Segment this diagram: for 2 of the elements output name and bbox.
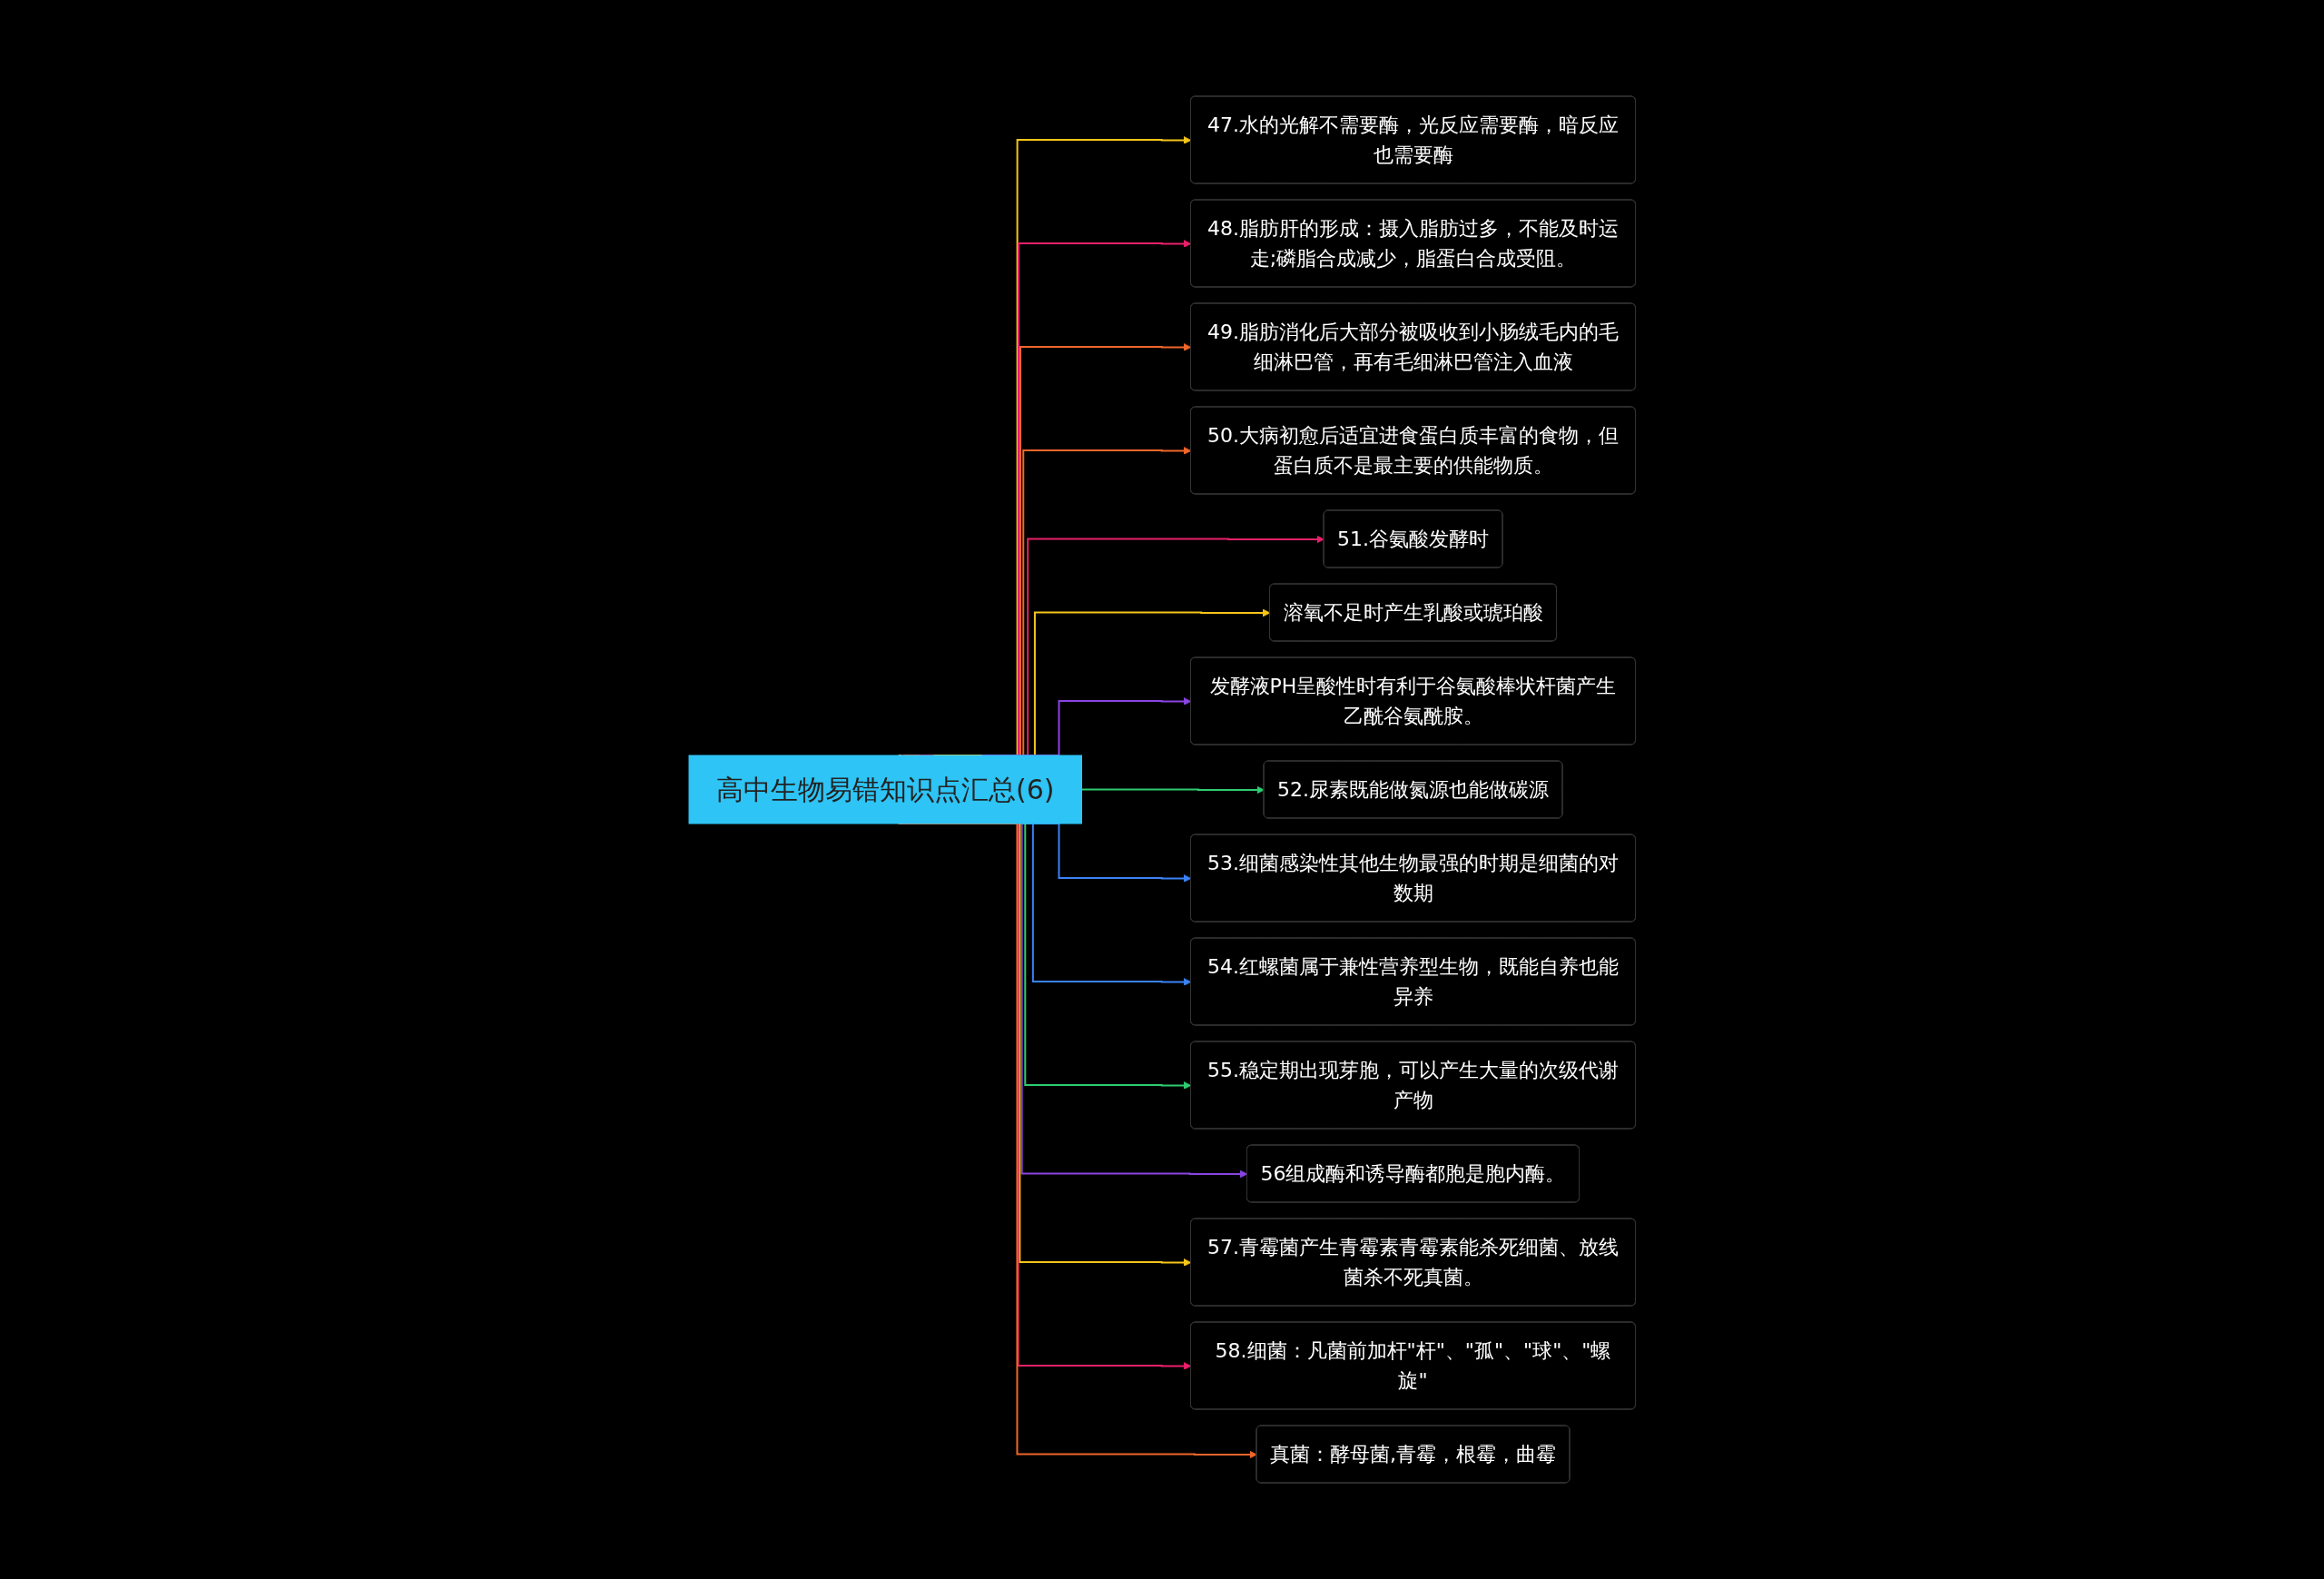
- node-box: 高中生物易错知识点汇总(6): [688, 755, 1082, 824]
- arrow: [1080, 785, 1265, 794]
